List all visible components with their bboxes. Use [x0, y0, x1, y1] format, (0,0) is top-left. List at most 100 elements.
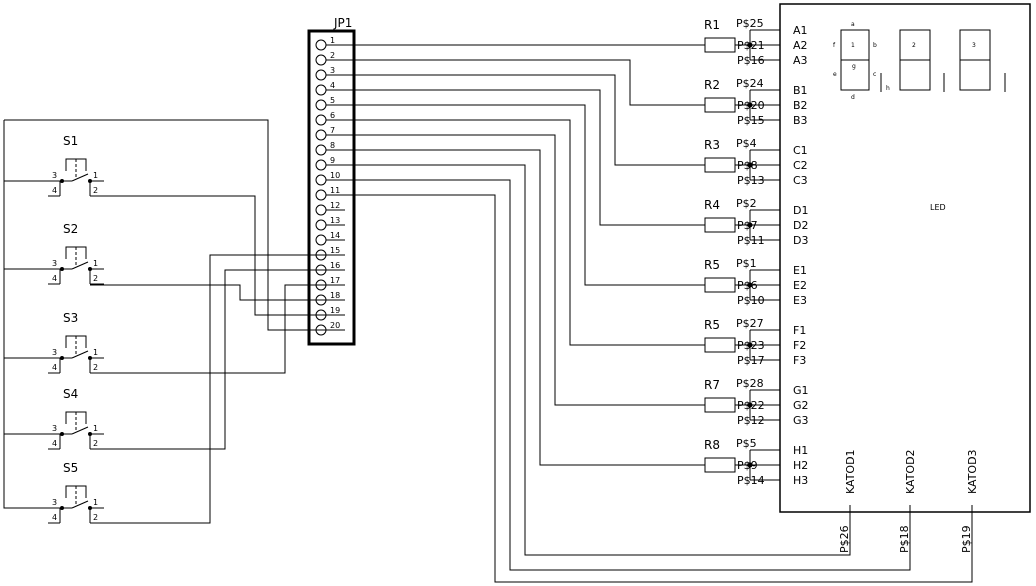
segment-c-label: c: [873, 71, 876, 78]
resistor-pad-label: P$22: [737, 399, 765, 412]
switch-pin-label: 1: [93, 424, 98, 433]
connector-to-resistor-wires: [328, 44, 973, 583]
segment-h-label: h: [886, 85, 890, 92]
switch-label: S3: [63, 311, 78, 325]
led-pin-label: D3: [793, 234, 808, 247]
seven-segment-display: a b c d e f g h 1 2 3: [833, 21, 1006, 101]
connector-pin-number: 18: [330, 291, 340, 300]
connector-label: JP1: [333, 16, 352, 30]
connector-pin-number: 9: [330, 156, 335, 165]
connector-pin: 15: [315, 246, 345, 261]
switch-pin-label: 3: [52, 348, 57, 357]
resistor-pad-label: P$12: [737, 414, 765, 427]
cathode-label: KATOD3: [966, 449, 979, 494]
switch-1: S1 3 4 1 2: [48, 134, 104, 197]
switch-pin-label: 4: [52, 439, 57, 448]
led-pin-label: F3: [793, 354, 806, 367]
connector-pin-number: 20: [330, 321, 340, 330]
connector-pin-number: 7: [330, 126, 335, 135]
switch-pin-label: 3: [52, 259, 57, 268]
led-pin-label: A2: [793, 39, 808, 52]
switch-pin-label: 4: [52, 363, 57, 372]
switch-pin-label: 4: [52, 186, 57, 195]
resistor-pad-label: P$7: [737, 219, 758, 232]
resistor-label: R3: [704, 138, 720, 152]
resistor-label: R8: [704, 438, 720, 452]
switch-pin-label: 4: [52, 274, 57, 283]
connector-pin-number: 8: [330, 141, 335, 150]
connector-pin: 9: [315, 156, 345, 171]
led-pin-label: G3: [793, 414, 809, 427]
digit-3: 3: [959, 29, 1006, 92]
resistor-pad-label: P$20: [737, 99, 765, 112]
resistor-pad-label: P$13: [737, 174, 765, 187]
connector-pin-number: 13: [330, 216, 340, 225]
connector-pin-number: 12: [330, 201, 340, 210]
led-pin-label: A3: [793, 54, 808, 67]
segment-g-label: g: [852, 63, 856, 70]
led-pin-label: H3: [793, 474, 808, 487]
switch-label: S4: [63, 387, 78, 401]
connector-pin-number: 2: [330, 51, 335, 60]
digit-2: 2: [899, 29, 945, 92]
connector-pin-number: 17: [330, 276, 340, 285]
segment-d-label: d: [851, 94, 855, 101]
switch-pin-label: 3: [52, 171, 57, 180]
resistor-pad-label: P$27: [736, 317, 764, 330]
led-body: [779, 3, 1031, 513]
connector-pin: 19: [315, 306, 345, 321]
segment-b-label: b: [873, 42, 877, 49]
connector-body: [307, 29, 356, 346]
resistor-label: R5: [704, 318, 720, 332]
digit-1-label: 1: [851, 42, 855, 49]
resistor-pad-label: P$25: [736, 17, 764, 30]
resistor-pad-label: P$10: [737, 294, 765, 307]
switch-label: S2: [63, 222, 78, 236]
resistor-pad-label: P$28: [736, 377, 764, 390]
led-pin-label: G2: [793, 399, 809, 412]
led-pin-label: A1: [793, 24, 808, 37]
cathode-pad-label: P$26: [838, 525, 851, 553]
connector-pin: 10: [315, 171, 345, 186]
switch-pin-label: 1: [93, 171, 98, 180]
connector-pin: 17: [315, 276, 345, 291]
connector-pin-number: 15: [330, 246, 340, 255]
switch-pin-label: 2: [93, 274, 98, 283]
digit-3-label: 3: [972, 42, 976, 49]
resistor-pad-label: P$5: [736, 437, 757, 450]
connector-pin-number: 3: [330, 66, 335, 75]
resistor-label: R4: [704, 198, 720, 212]
resistor-label: R5: [704, 258, 720, 272]
resistor-pad-label: P$15: [737, 114, 765, 127]
led-pin-label: C1: [793, 144, 808, 157]
connector-pin-number: 5: [330, 96, 335, 105]
resistor-label: R2: [704, 78, 720, 92]
connector-pin: 18: [315, 291, 345, 306]
connector-pin: 12: [315, 201, 345, 216]
led-pin-label: D2: [793, 219, 808, 232]
switch-label: S1: [63, 134, 78, 148]
switch-pin-label: 2: [93, 186, 98, 195]
resistor-pad-label: P$1: [736, 257, 757, 270]
led-pin-label: D1: [793, 204, 808, 217]
resistor-pad-label: P$2: [736, 197, 757, 210]
led-pin-label: C3: [793, 174, 808, 187]
connector-pin: 11: [315, 186, 345, 201]
connector-pin-number: 1: [330, 36, 335, 45]
led-pin-label: E2: [793, 279, 807, 292]
segment-e-label: e: [833, 71, 837, 78]
led-pin-label: B1: [793, 84, 808, 97]
connector-pin: 4: [315, 81, 345, 96]
led-pin-label: B3: [793, 114, 808, 127]
cathode-label: KATOD1: [844, 449, 857, 494]
led-pin-label: E1: [793, 264, 807, 277]
connector-pin-number: 14: [330, 231, 340, 240]
led-label: LED: [930, 203, 946, 212]
